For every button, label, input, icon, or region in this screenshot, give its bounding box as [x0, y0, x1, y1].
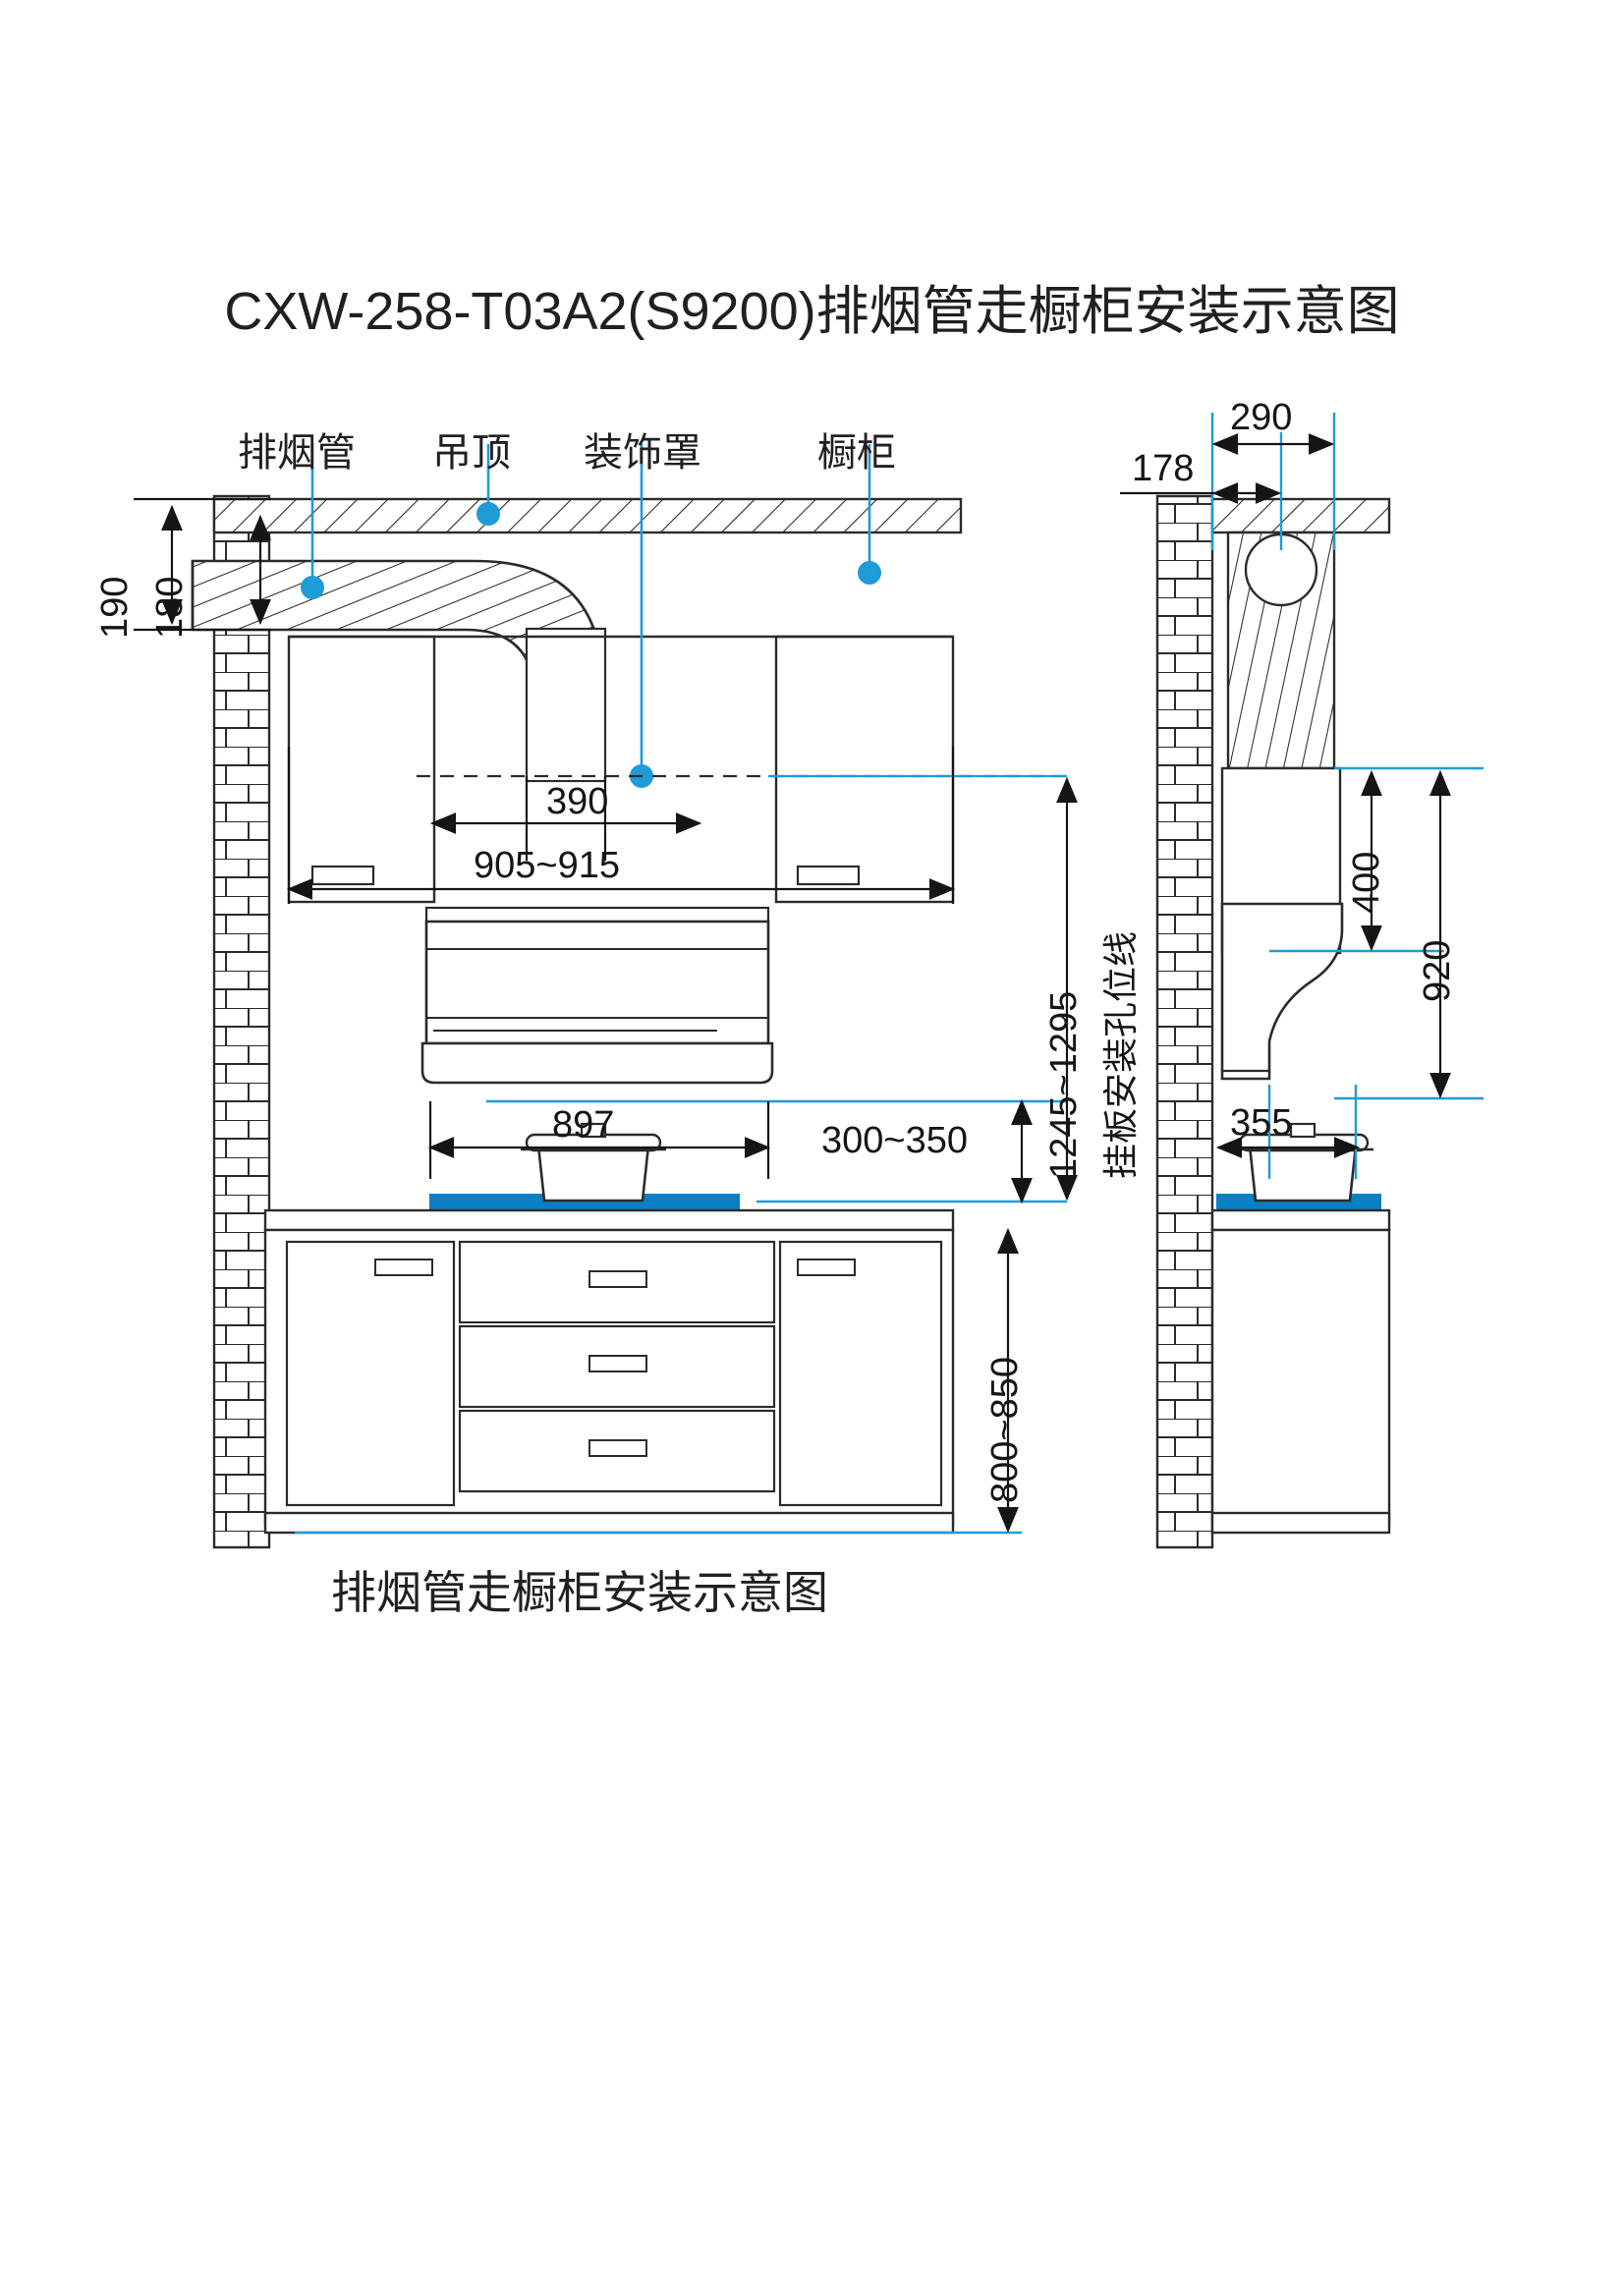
callout-label-cabinet: 橱柜: [817, 431, 896, 475]
dim-label-300-350: 300~350: [821, 1120, 968, 1161]
dim-label-290: 290: [1230, 397, 1293, 438]
upper-cabinet-right: [774, 635, 955, 904]
upper-cabinet-left: [287, 635, 436, 904]
dim-label-180: 180: [149, 576, 191, 639]
dim-label-897: 897: [552, 1104, 615, 1146]
dot-duct: [301, 576, 324, 599]
callout-label-duct: 排烟管: [238, 431, 356, 475]
note-mount-hole-line: 挂板安装孔位线: [1100, 930, 1141, 1179]
base-cabinets: [263, 1228, 955, 1535]
dim-label-390: 390: [546, 781, 609, 822]
dim-label-800-850: 800~850: [984, 1357, 1026, 1503]
dim-label-190: 190: [94, 576, 136, 639]
dim-label-355: 355: [1230, 1102, 1293, 1144]
countertop: [263, 1208, 955, 1232]
ceiling-slab: [212, 497, 963, 534]
callout-label-ceiling: 吊顶: [432, 431, 511, 475]
dot-cabinet: [858, 561, 881, 585]
vertical-duct-side: [1226, 531, 1336, 770]
wall-right: [1155, 494, 1214, 1549]
ceiling-slab-side: [1210, 497, 1391, 534]
callout-label-decor: 装饰罩: [584, 431, 701, 475]
callout-leaders: [310, 444, 871, 776]
front-view-group: [134, 444, 1078, 1549]
dim-label-905-915: 905~915: [474, 845, 620, 886]
dim-label-920: 920: [1417, 939, 1458, 1002]
dim-897: [427, 1101, 771, 1179]
dim-905-915: [286, 747, 956, 904]
range-hood-front: [420, 906, 774, 1085]
dim-390: [429, 776, 702, 861]
dim-label-400: 400: [1346, 851, 1387, 914]
wall-left: [212, 494, 271, 1549]
decor-cover: [525, 627, 607, 783]
dim-label-1245-1295: 1245~1295: [1043, 990, 1085, 1179]
dim-190: [134, 497, 271, 632]
range-hood-side: [1220, 902, 1344, 1081]
figure-caption: 排烟管走橱柜安装示意图: [331, 1567, 828, 1618]
side-view-group: [1120, 413, 1484, 1549]
base-cabinet-side: [1210, 1208, 1391, 1535]
page-title: CXW-258-T03A2(S9200)排烟管走橱柜安装示意图: [224, 282, 1400, 341]
dim-label-178: 178: [1132, 448, 1195, 489]
dot-ceiling: [476, 502, 500, 526]
